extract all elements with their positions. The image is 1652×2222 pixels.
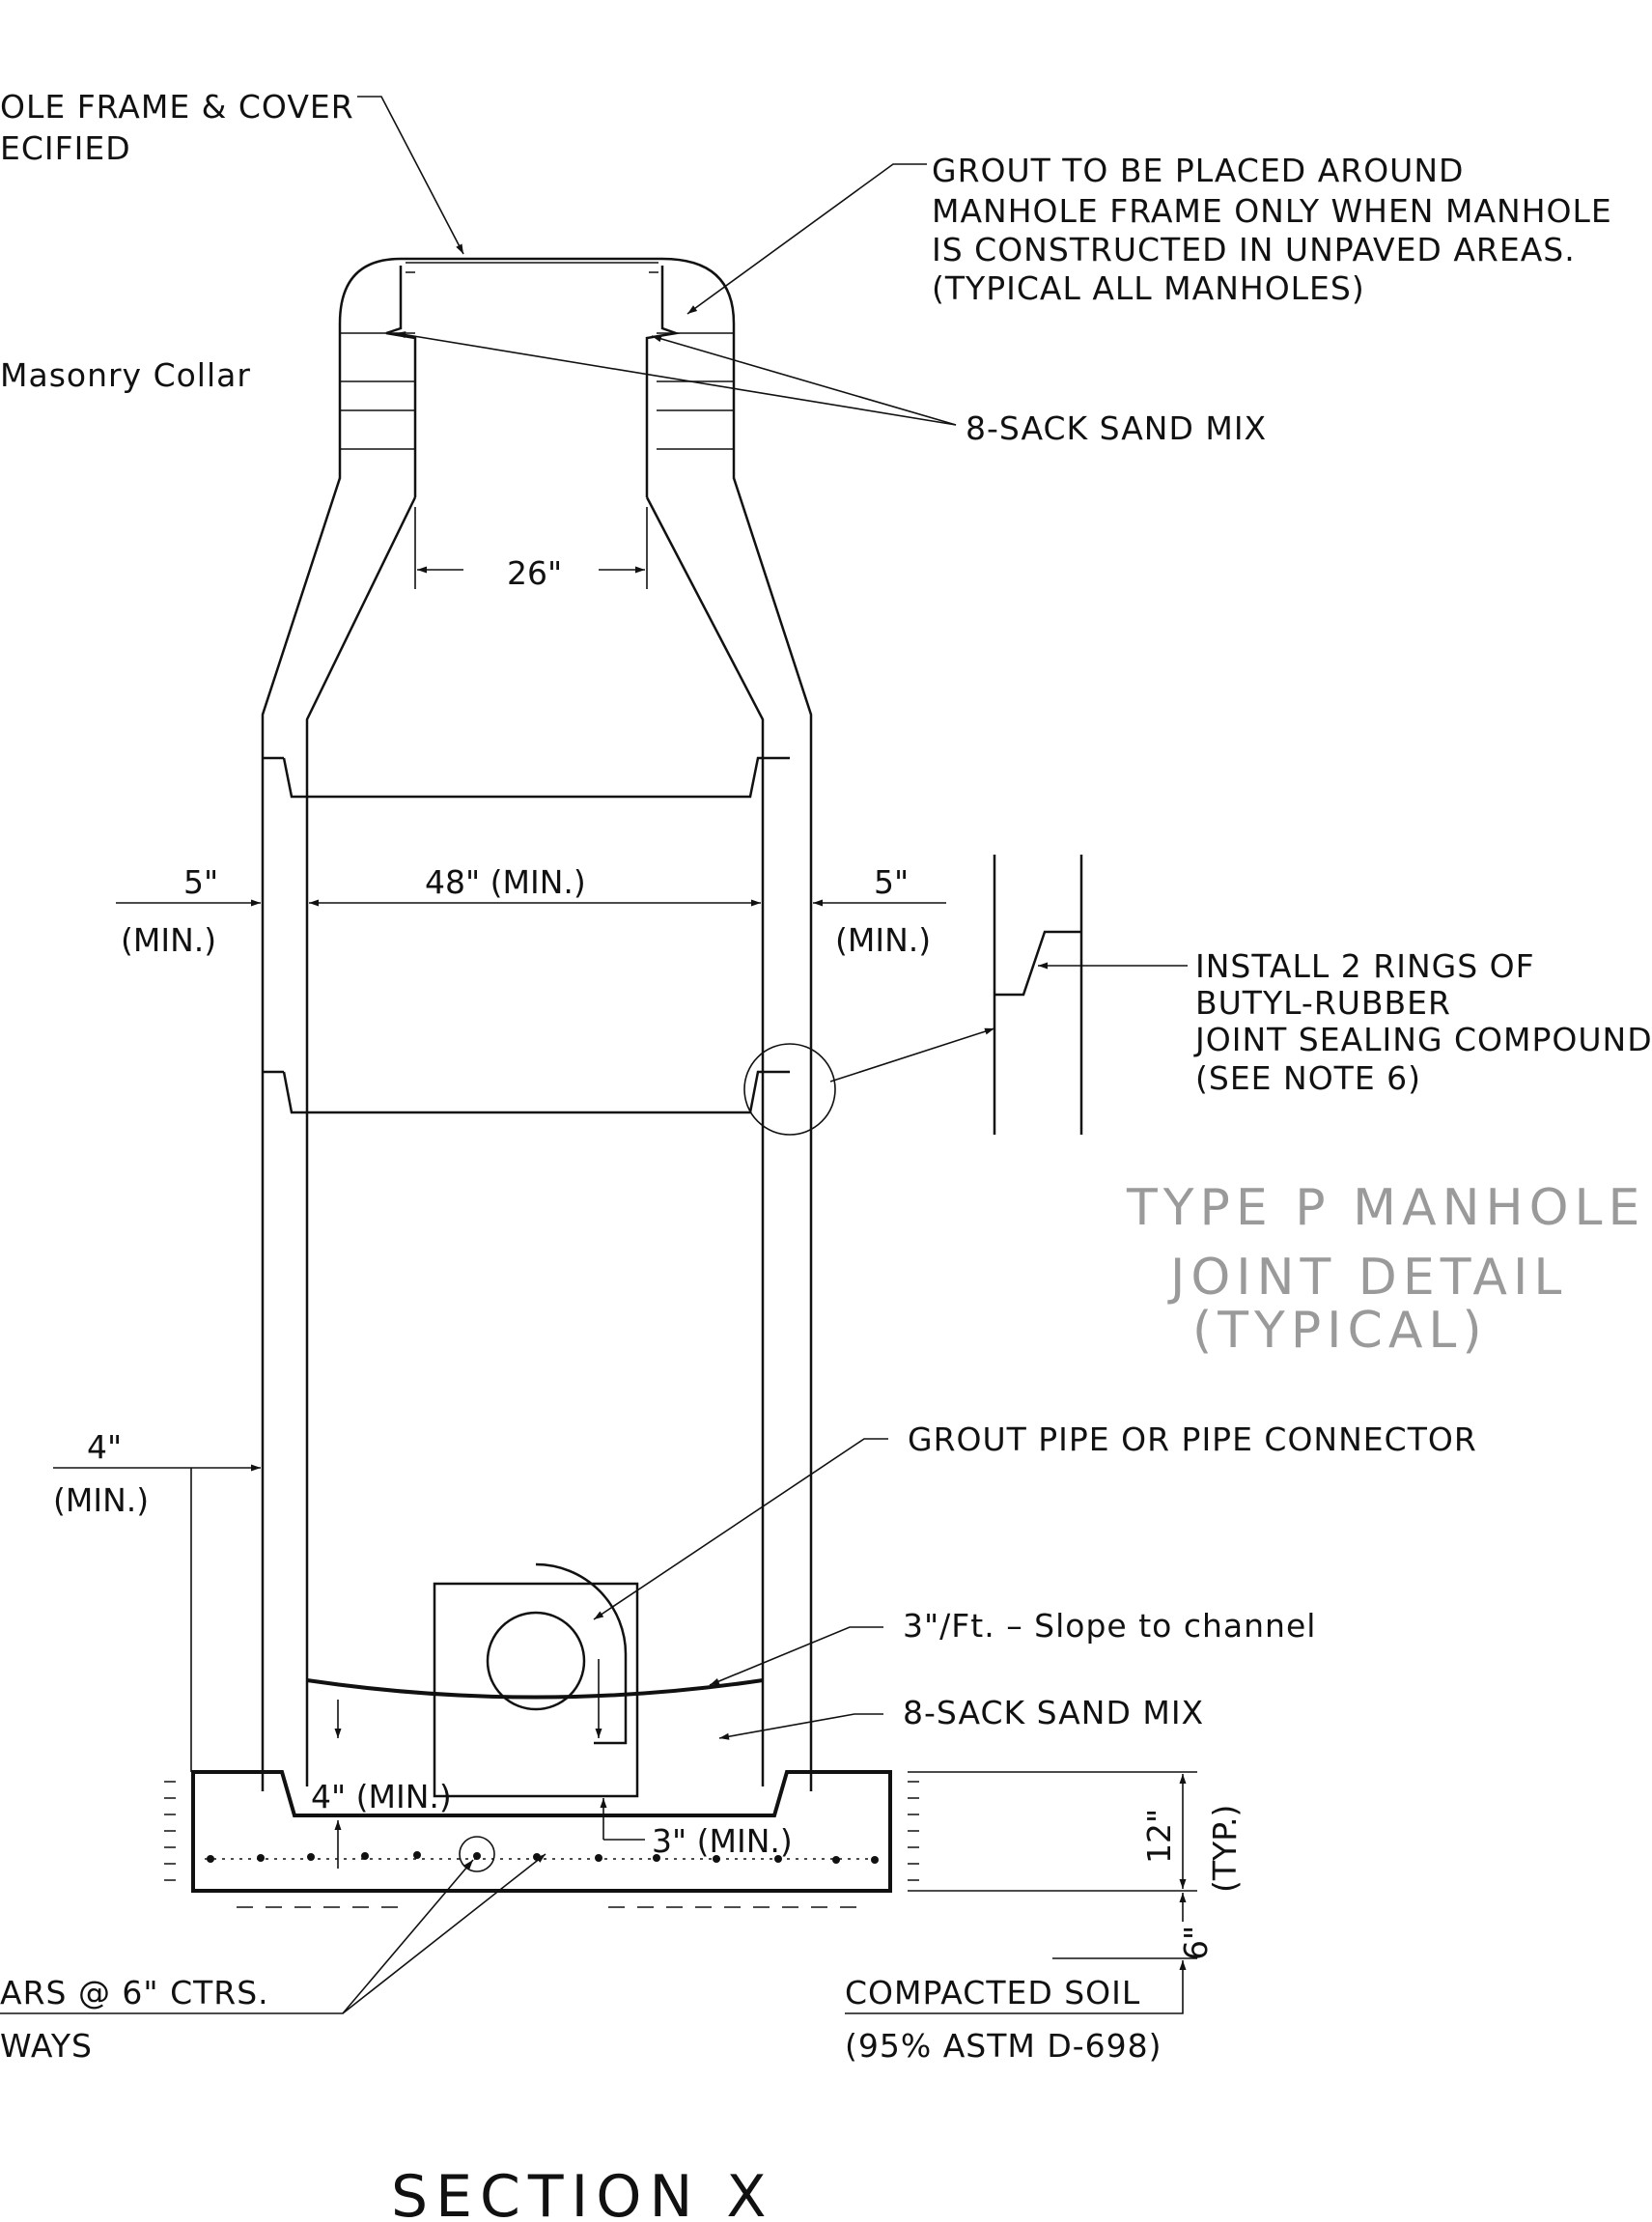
frame-right [645, 266, 681, 497]
grout-note-2: MANHOLE FRAME ONLY WHEN MANHOLE [932, 192, 1612, 230]
leader-grout [686, 163, 927, 315]
connector-box [433, 1582, 639, 1798]
dim-4-base-text: 4" (MIN.) [311, 1778, 452, 1815]
rebar-dots [207, 1851, 879, 1864]
rebar-callout-circle [459, 1836, 495, 1872]
frame-cover-label: OLE FRAME & COVER [0, 88, 354, 126]
pipe-circle [486, 1611, 586, 1711]
masonry-collar-label: Masonry Collar [0, 356, 251, 394]
joint-1 [282, 756, 790, 799]
cone-inner-left [305, 496, 417, 1786]
joint-title-3: (TYPICAL) [1192, 1302, 1488, 1360]
dim-12-text: 12" [1140, 1809, 1178, 1864]
grout-note-1: GROUT TO BE PLACED AROUND [932, 152, 1464, 189]
dim-4-text: 4" [87, 1428, 122, 1466]
leader-rebar-2 [342, 1853, 546, 2014]
dim-5-right-text: 5" [874, 863, 909, 901]
dim-48-text: 48" (MIN.) [425, 863, 586, 901]
sand-mix-top-label: 8-SACK SAND MIX [966, 409, 1267, 447]
sand-mix-bottom-label: 8-SACK SAND MIX [903, 1694, 1204, 1731]
astm-label: (95% ASTM D-698) [845, 2027, 1162, 2065]
joint-title-1: TYPE P MANHOLE [1126, 1179, 1645, 1237]
rebar-label-1: ARS @ 6" CTRS. [0, 1974, 269, 2011]
slope-label: 3"/Ft. – Slope to channel [903, 1607, 1316, 1645]
dim-4-min: (MIN.) [53, 1481, 149, 1519]
dim-5-left-min: (MIN.) [121, 921, 216, 959]
joint-detail-step [994, 930, 1081, 997]
leader-soil [845, 1999, 1184, 2014]
ring-note-2: BUTYL-RUBBER [1195, 984, 1451, 1022]
dim-5-right-min: (MIN.) [835, 921, 931, 959]
manhole-walls [261, 257, 836, 1791]
leader-sand-mix-top-1 [395, 331, 957, 426]
leader-slope [709, 1626, 883, 1686]
dimension-lines [53, 507, 1197, 2014]
joint-detail-circle [743, 1043, 836, 1136]
cone-outer-left [261, 257, 402, 1791]
dim-3-text: 3" (MIN.) [652, 1822, 793, 1860]
grout-note-4: (TYPICAL ALL MANHOLES) [932, 269, 1365, 307]
grout-note-3: IS CONSTRUCTED IN UNPAVED AREAS. [932, 231, 1576, 268]
frame-flange [406, 262, 658, 273]
leader-sand-mix-bottom [718, 1713, 883, 1740]
frame-left [385, 266, 417, 497]
leader-grout-pipe [593, 1438, 888, 1620]
rebar-label-2: WAYS [0, 2027, 93, 2065]
ring-note-1: INSTALL 2 RINGS OF [1195, 947, 1535, 985]
pipe-connector [306, 1562, 764, 1798]
joint-detail [993, 855, 1188, 1135]
joint-title-2: JOINT DETAIL [1167, 1249, 1567, 1307]
dim-6-text: 6" [1177, 1926, 1215, 1960]
soil-hatch [164, 1781, 919, 1908]
ring-note-4: (SEE NOTE 6) [1195, 1059, 1421, 1097]
leader-sand-mix-top-2 [651, 335, 957, 426]
text-labels: OLE FRAME & COVER ECIFIED GROUT TO BE PL… [0, 88, 1652, 2222]
compacted-soil-label: COMPACTED SOIL [845, 1974, 1140, 2011]
dim-12-typ: (TYP.) [1206, 1805, 1244, 1893]
base-slab [164, 1770, 919, 1908]
joint-2 [282, 1070, 790, 1114]
dim-5-left-text: 5" [183, 863, 218, 901]
channel-curve [306, 1678, 764, 1700]
cone-inner-right [645, 496, 765, 1786]
connector-arch [535, 1562, 628, 1745]
ring-note-3: JOINT SEALING COMPOUND [1193, 1021, 1652, 1058]
grout-pipe-label: GROUT PIPE OR PIPE CONNECTOR [908, 1420, 1477, 1458]
base-outline [191, 1770, 892, 1893]
cone-outer-right [661, 257, 813, 1791]
leaders [0, 96, 995, 2014]
leader-joint [829, 1027, 995, 1083]
section-title: SECTION X [391, 2163, 774, 2222]
frame-cover-label-2: ECIFIED [0, 129, 131, 167]
leader-frame-cover [357, 96, 464, 255]
dim-26-text: 26" [507, 554, 562, 592]
